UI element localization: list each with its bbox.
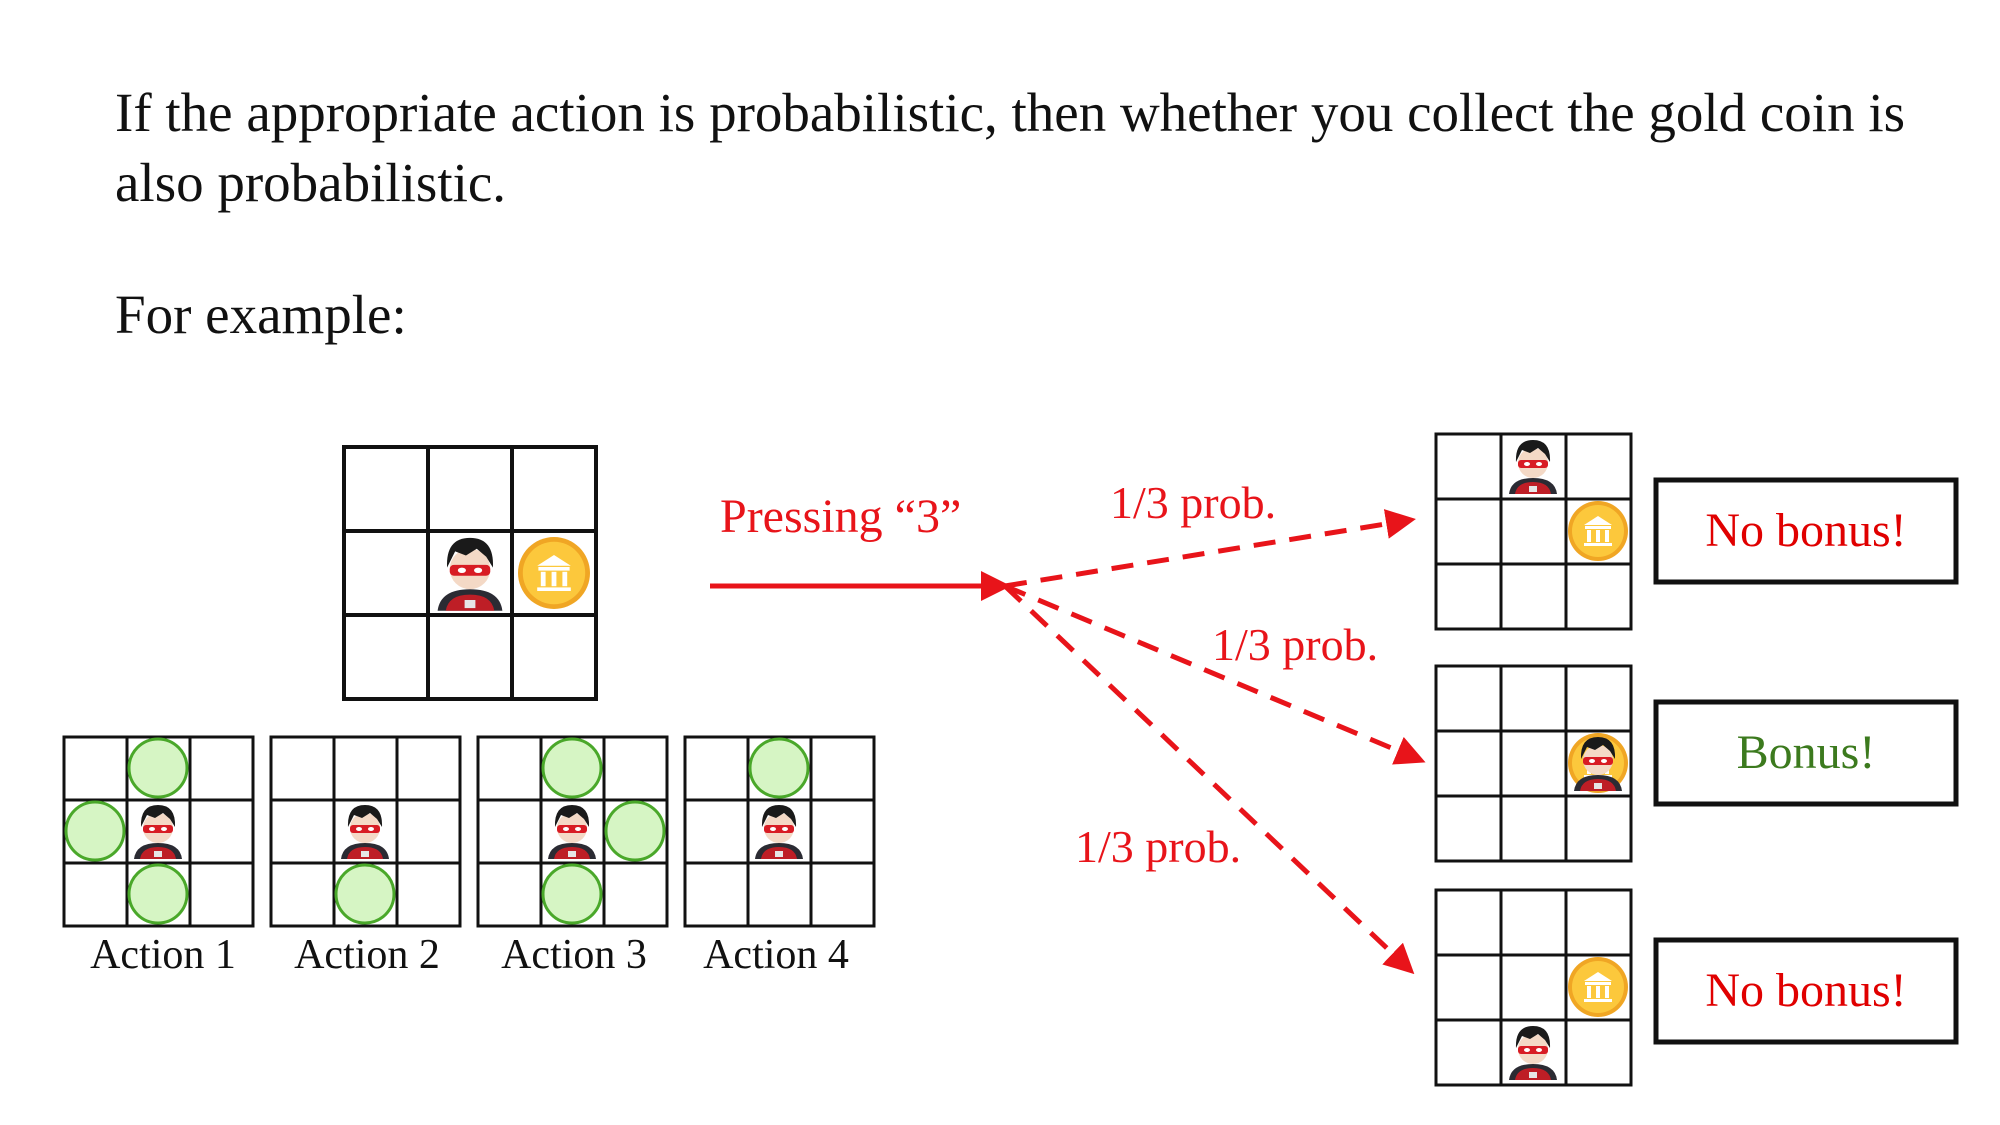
hero-icon [341,805,389,859]
example-label: For example: [115,284,407,345]
hero-icon [1509,440,1557,494]
branch-prob-label-1: 1/3 prob. [1110,477,1276,528]
action-label-2: Action 2 [294,932,440,978]
action-grid-3 [476,735,669,928]
intro-text: If the appropriate action is probabilist… [115,82,1906,213]
action-grid-2 [269,735,462,928]
outcome-box-2 [1653,699,1959,807]
branch-prob-label-3: 1/3 prob. [1075,821,1241,872]
action-grid-4 [683,735,876,928]
branch-arrow-1 [1004,509,1416,589]
outcome-grid-3 [1434,888,1633,1087]
target-circle-icon [127,737,189,799]
hero-icon [437,537,503,611]
gold-coin-icon [1568,501,1628,561]
outcome-grid-1 [1434,432,1633,631]
action-grid-1 [62,735,255,928]
outcome-text-1: No bonus! [1705,504,1906,557]
outcome-box-1 [1653,477,1959,585]
branch-arrow-3 [1003,584,1415,975]
target-circle-icon [127,863,189,925]
outcome-text-2: Bonus! [1737,726,1876,779]
hero-icon [1509,1026,1557,1080]
branch-arrow-2 [1004,583,1426,765]
action-label-3: Action 3 [501,932,647,978]
outcome-text-3: No bonus! [1705,964,1906,1017]
branch-prob-label-2: 1/3 prob. [1212,619,1378,670]
gold-coin-icon [1568,957,1628,1017]
hero-icon [755,805,803,859]
main-arrow-label: Pressing “3” [720,490,961,543]
target-circle-icon [334,863,396,925]
main-grid [342,445,598,701]
target-circle-icon [604,800,666,862]
outcome-grid-2 [1434,664,1633,863]
action-label-1: Action 1 [90,932,236,978]
outcome-box-3 [1653,937,1959,1045]
target-circle-icon [64,800,126,862]
target-circle-icon [541,863,603,925]
hero-icon [548,805,596,859]
hero-icon [134,805,182,859]
action-label-4: Action 4 [703,932,849,978]
target-circle-icon [748,737,810,799]
gold-coin-icon [518,537,590,609]
target-circle-icon [541,737,603,799]
